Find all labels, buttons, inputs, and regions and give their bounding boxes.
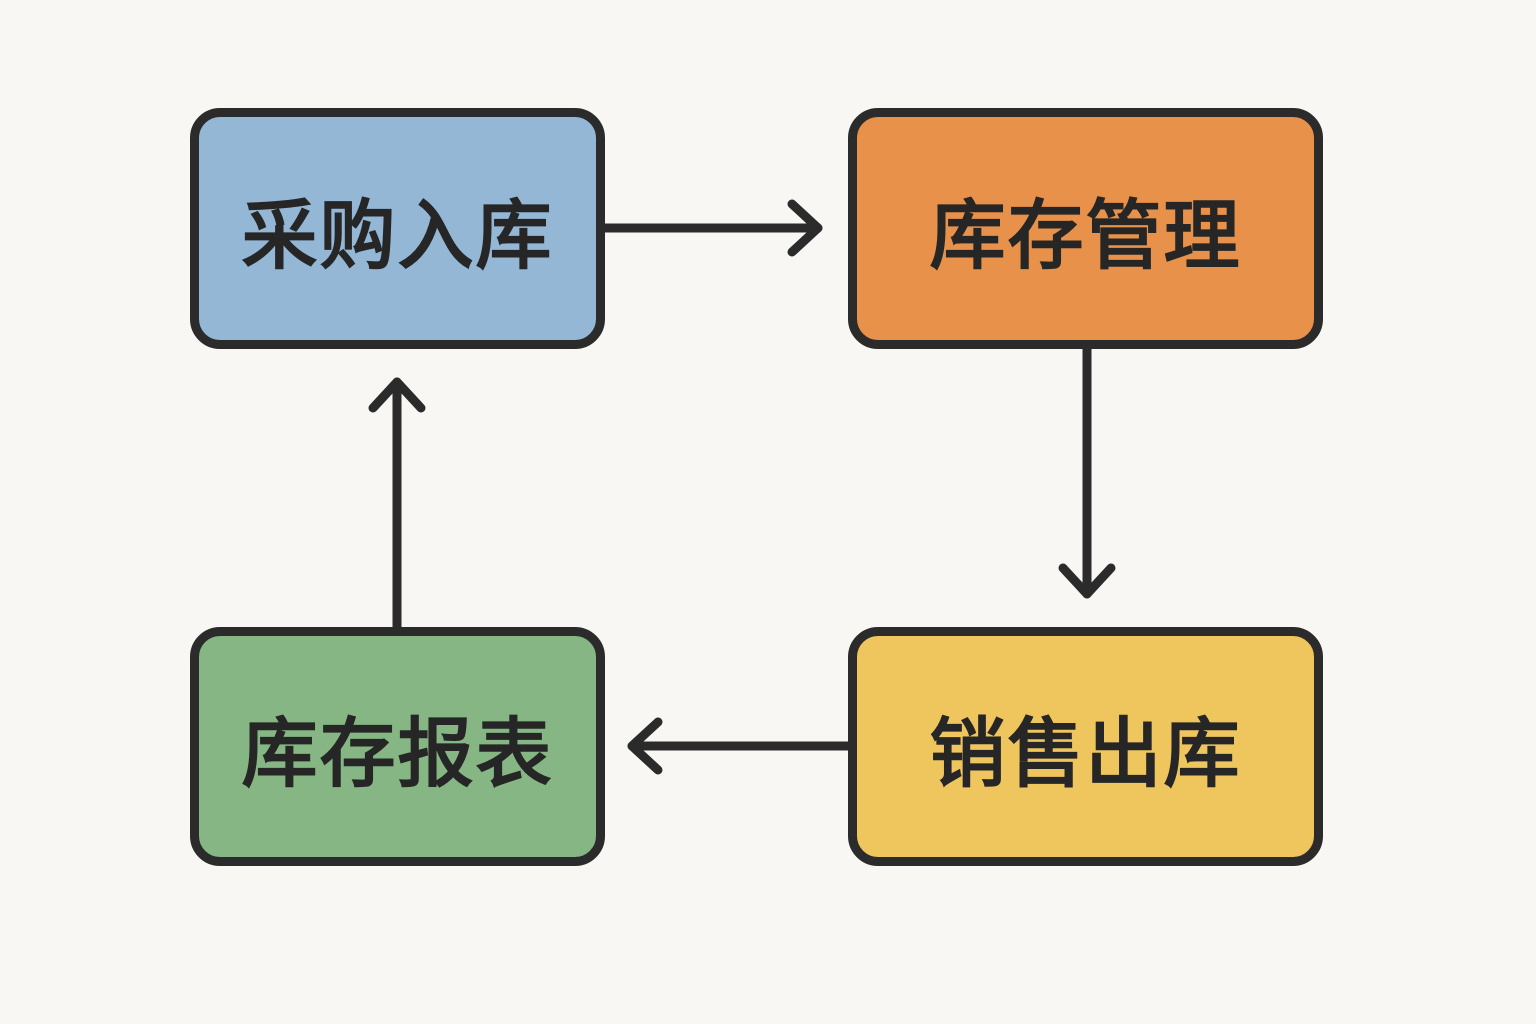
node-purchase-inbound: 采购入库	[190, 108, 605, 349]
arrow-report-to-purchase	[368, 377, 426, 632]
node-inventory-report: 库存报表	[190, 627, 605, 866]
arrow-purchase-to-inventory	[600, 199, 823, 257]
node-sales-outbound: 销售出库	[848, 627, 1323, 866]
node-purchase-inbound-label: 采购入库	[241, 190, 554, 280]
node-sales-outbound-label: 销售出库	[929, 708, 1242, 798]
node-inventory-management: 库存管理	[848, 108, 1323, 349]
arrow-sales-to-report	[627, 717, 853, 775]
arrow-inventory-to-sales	[1058, 344, 1116, 599]
node-inventory-management-label: 库存管理	[929, 190, 1242, 280]
node-inventory-report-label: 库存报表	[241, 708, 554, 798]
